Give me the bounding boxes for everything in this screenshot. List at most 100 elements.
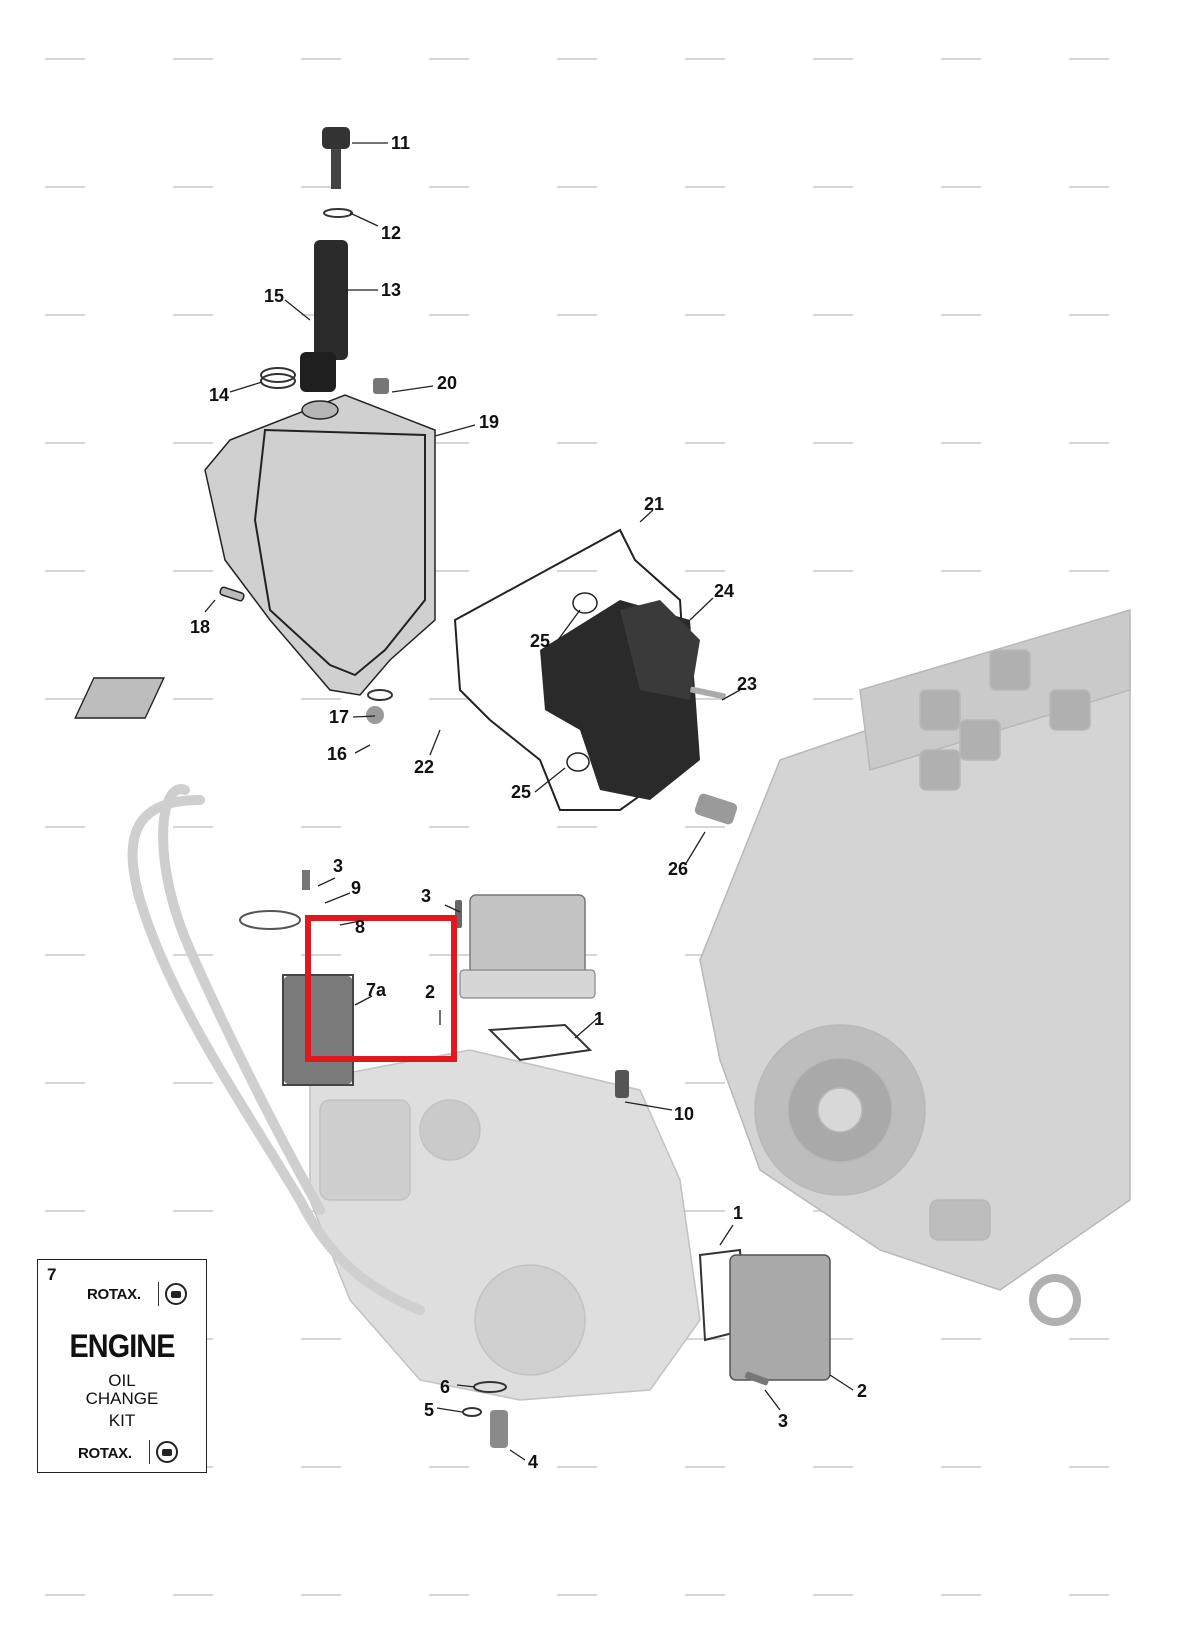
watermark-mark (45, 954, 85, 956)
watermark-mark (813, 1594, 853, 1596)
kit-brand-top: ROTAX. (87, 1286, 141, 1303)
oil-filler-assembly (260, 127, 389, 394)
kit-separator-top (158, 1282, 159, 1306)
watermark-mark (941, 314, 981, 316)
watermark-mark (1069, 1594, 1109, 1596)
watermark-mark (45, 1210, 85, 1212)
callout-2-lower: 2 (857, 1381, 867, 1401)
watermark-mark (557, 186, 597, 188)
watermark-mark (557, 442, 597, 444)
highlight-box-7a (305, 915, 457, 1062)
watermark-mark (429, 1594, 469, 1596)
watermark-mark (301, 1338, 341, 1340)
watermark-mark (429, 1466, 469, 1468)
watermark-mark (429, 570, 469, 572)
callout-4: 4 (528, 1452, 538, 1472)
kit-line-kit: KIT (108, 1411, 136, 1430)
watermark-mark (557, 314, 597, 316)
watermark-mark (429, 58, 469, 60)
callout-3-top-left: 3 (333, 856, 343, 876)
watermark-mark (173, 58, 213, 60)
brp-logo-icon-top (165, 1283, 187, 1305)
watermark-mark (557, 570, 597, 572)
watermark-mark (45, 1082, 85, 1084)
callout-17: 17 (329, 707, 349, 727)
callout-12: 12 (381, 223, 401, 243)
watermark-mark (941, 570, 981, 572)
watermark-mark (557, 1466, 597, 1468)
watermark-mark (813, 1466, 853, 1468)
callout-18: 18 (190, 617, 210, 637)
watermark-mark (429, 698, 469, 700)
watermark-mark (45, 826, 85, 828)
lower-oil-cooler-drain (462, 1248, 831, 1448)
crankcase-housing (309, 1049, 701, 1401)
oil-hoses (127, 784, 425, 1315)
watermark-mark (685, 826, 725, 828)
watermark-mark (45, 570, 85, 572)
watermark-mark (813, 58, 853, 60)
watermark-mark (813, 186, 853, 188)
watermark-mark (173, 698, 213, 700)
watermark-mark (429, 186, 469, 188)
watermark-mark (557, 58, 597, 60)
watermark-mark (1069, 570, 1109, 572)
callout-13: 13 (381, 280, 401, 300)
kit-line-oil: OIL (108, 1371, 136, 1390)
callout-1-lower: 1 (733, 1203, 743, 1223)
callout-24: 24 (714, 581, 734, 601)
leader-lines (204, 142, 854, 1461)
watermark-mark (685, 570, 725, 572)
watermark-mark (173, 570, 213, 572)
watermark-mark (557, 1594, 597, 1596)
callout-11: 11 (391, 133, 410, 153)
callout-26: 26 (668, 859, 688, 879)
kit-brand-bottom: ROTAX. (78, 1445, 132, 1462)
watermark-mark (173, 1082, 213, 1084)
kit-title: ENGINE (69, 1328, 175, 1364)
brp-logo-icon-bottom (156, 1441, 178, 1463)
watermark-mark (685, 1082, 725, 1084)
watermark-mark (941, 1594, 981, 1596)
kit-number: 7 (47, 1265, 57, 1284)
callout-3-top-right: 3 (421, 886, 431, 906)
watermark-mark (301, 954, 341, 956)
watermark-mark (941, 1466, 981, 1468)
watermark-mark (429, 954, 469, 956)
watermark-mark (685, 1594, 725, 1596)
watermark-mark (1069, 58, 1109, 60)
callout-2-middle: 2 (425, 982, 435, 1002)
watermark-mark (941, 58, 981, 60)
callout-19: 19 (479, 412, 499, 432)
watermark-mark (685, 442, 725, 444)
valve-cover (204, 394, 436, 696)
watermark-mark (813, 442, 853, 444)
callout-14: 14 (209, 385, 229, 405)
watermark-mark (1069, 442, 1109, 444)
watermark-mark (685, 186, 725, 188)
oil-filter-and-cooler (239, 870, 629, 1098)
callout-6: 6 (440, 1377, 450, 1397)
callout-20: 20 (437, 373, 457, 393)
callout-21: 21 (644, 494, 664, 514)
callout-16: 16 (327, 744, 347, 764)
engine-block-background (699, 608, 1131, 1326)
callout-7a: 7a (366, 980, 387, 1000)
kit-line-change: CHANGE (85, 1389, 159, 1408)
watermark-mark (301, 826, 341, 828)
watermark-mark (301, 1466, 341, 1468)
watermark-mark (429, 442, 469, 444)
watermark-mark (557, 826, 597, 828)
oil-change-kit-card: 7 ROTAX. ENGINE OIL CHANGE KIT ROTAX. (37, 1259, 207, 1473)
watermark-mark (813, 1338, 853, 1340)
watermark-mark (45, 442, 85, 444)
watermark-mark (173, 186, 213, 188)
watermark-mark (429, 314, 469, 316)
watermark-mark (813, 570, 853, 572)
watermark-mark (173, 826, 213, 828)
watermark-mark (685, 314, 725, 316)
watermark-mark (173, 1210, 213, 1212)
callout-1-middle: 1 (594, 1009, 604, 1029)
watermark-mark (1069, 314, 1109, 316)
